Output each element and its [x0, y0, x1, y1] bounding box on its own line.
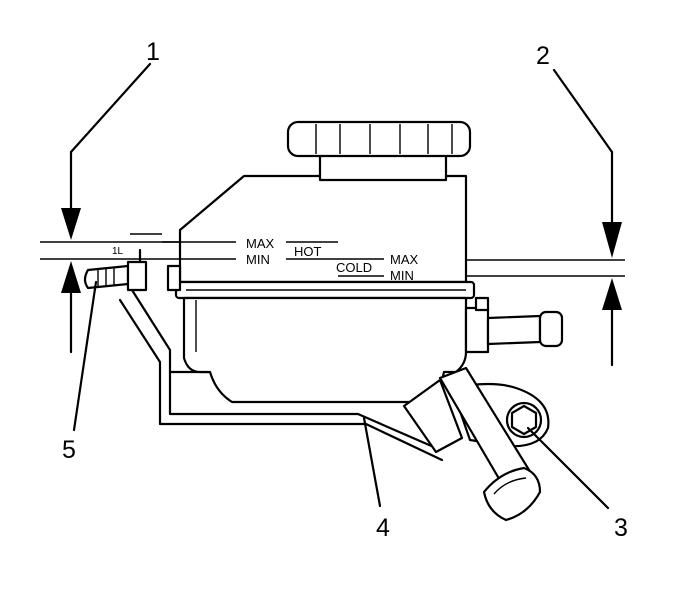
fill-mark-label: 1L	[112, 246, 124, 257]
callout-4: 4	[376, 514, 390, 542]
reservoir-cap	[286, 120, 472, 182]
callout-2: 2	[536, 42, 550, 70]
cold-label: COLD	[336, 260, 372, 275]
callout-3: 3	[614, 514, 628, 542]
side-outlet-fitting	[464, 296, 564, 354]
callout-leaders	[69, 62, 614, 510]
lower-outlet-pipe	[402, 366, 542, 522]
hose-nipple	[83, 248, 148, 292]
fluid-level-lines	[130, 233, 384, 277]
mounting-bolt	[505, 401, 543, 439]
min-hot-label: MIN	[246, 252, 270, 267]
max-cold-label: MAX	[390, 252, 419, 267]
left-level-indicator	[40, 150, 180, 354]
max-hot-label: MAX	[246, 236, 275, 251]
callout-1: 1	[146, 38, 160, 66]
reservoir-body	[166, 174, 476, 404]
callout-5: 5	[62, 436, 76, 464]
min-cold-label: MIN	[390, 268, 414, 283]
hot-label: HOT	[294, 244, 322, 259]
